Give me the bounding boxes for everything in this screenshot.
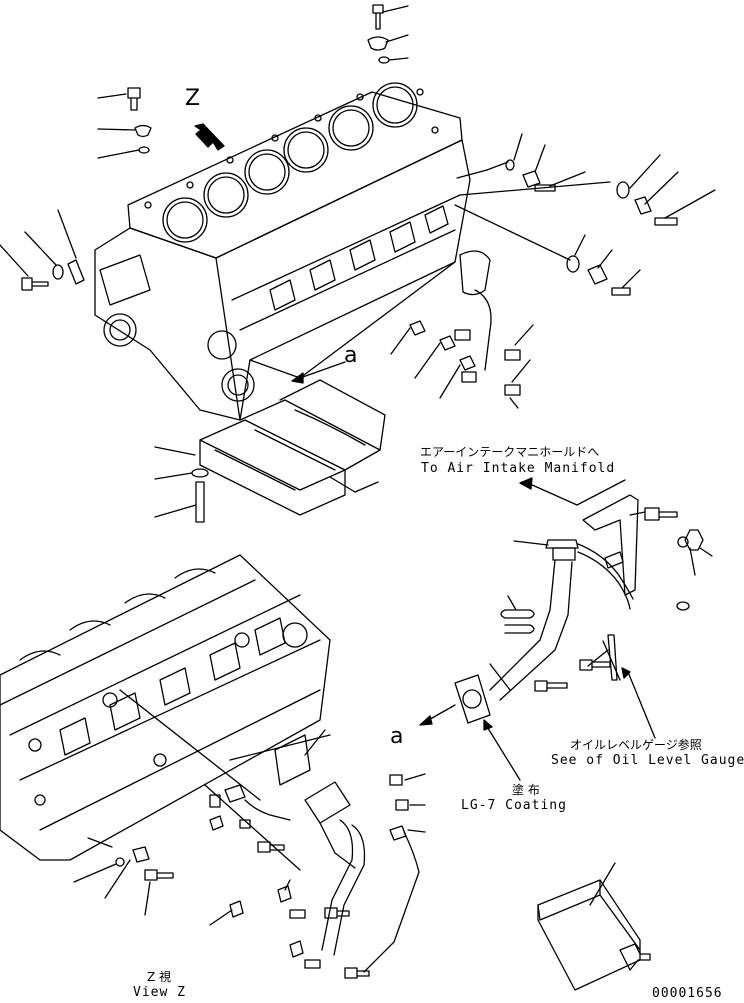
drawing-number: 00001656 xyxy=(652,986,723,1001)
oil-gauge-ref xyxy=(537,862,651,991)
view-z-caption-en: View Z xyxy=(133,985,186,1000)
section-a-label-top: a xyxy=(344,343,359,368)
view-z-parts xyxy=(73,773,426,979)
coating-label-jp: 塗 布 xyxy=(512,783,540,797)
breather-assembly xyxy=(419,477,713,781)
air-intake-label-jp: エアーインテークマニホールドへ xyxy=(420,445,600,459)
coating-label-en: LG-7 Coating xyxy=(461,798,567,813)
section-a-label-bottom: a xyxy=(390,724,405,749)
oil-gauge-label-jp: オイルレベルゲージ参照 xyxy=(570,738,702,752)
oil-gauge-label-en: See of Oil Level Gauge xyxy=(551,753,744,768)
view-z-block xyxy=(0,554,331,871)
air-intake-label-en: To Air Intake Manifold xyxy=(421,461,616,476)
main-bearing-caps xyxy=(154,379,386,523)
top-fasteners xyxy=(0,4,716,409)
view-z-letter: Z xyxy=(185,86,202,111)
cylinder-block-top xyxy=(94,82,471,421)
view-z-caption-jp: Z 視 xyxy=(147,970,172,984)
